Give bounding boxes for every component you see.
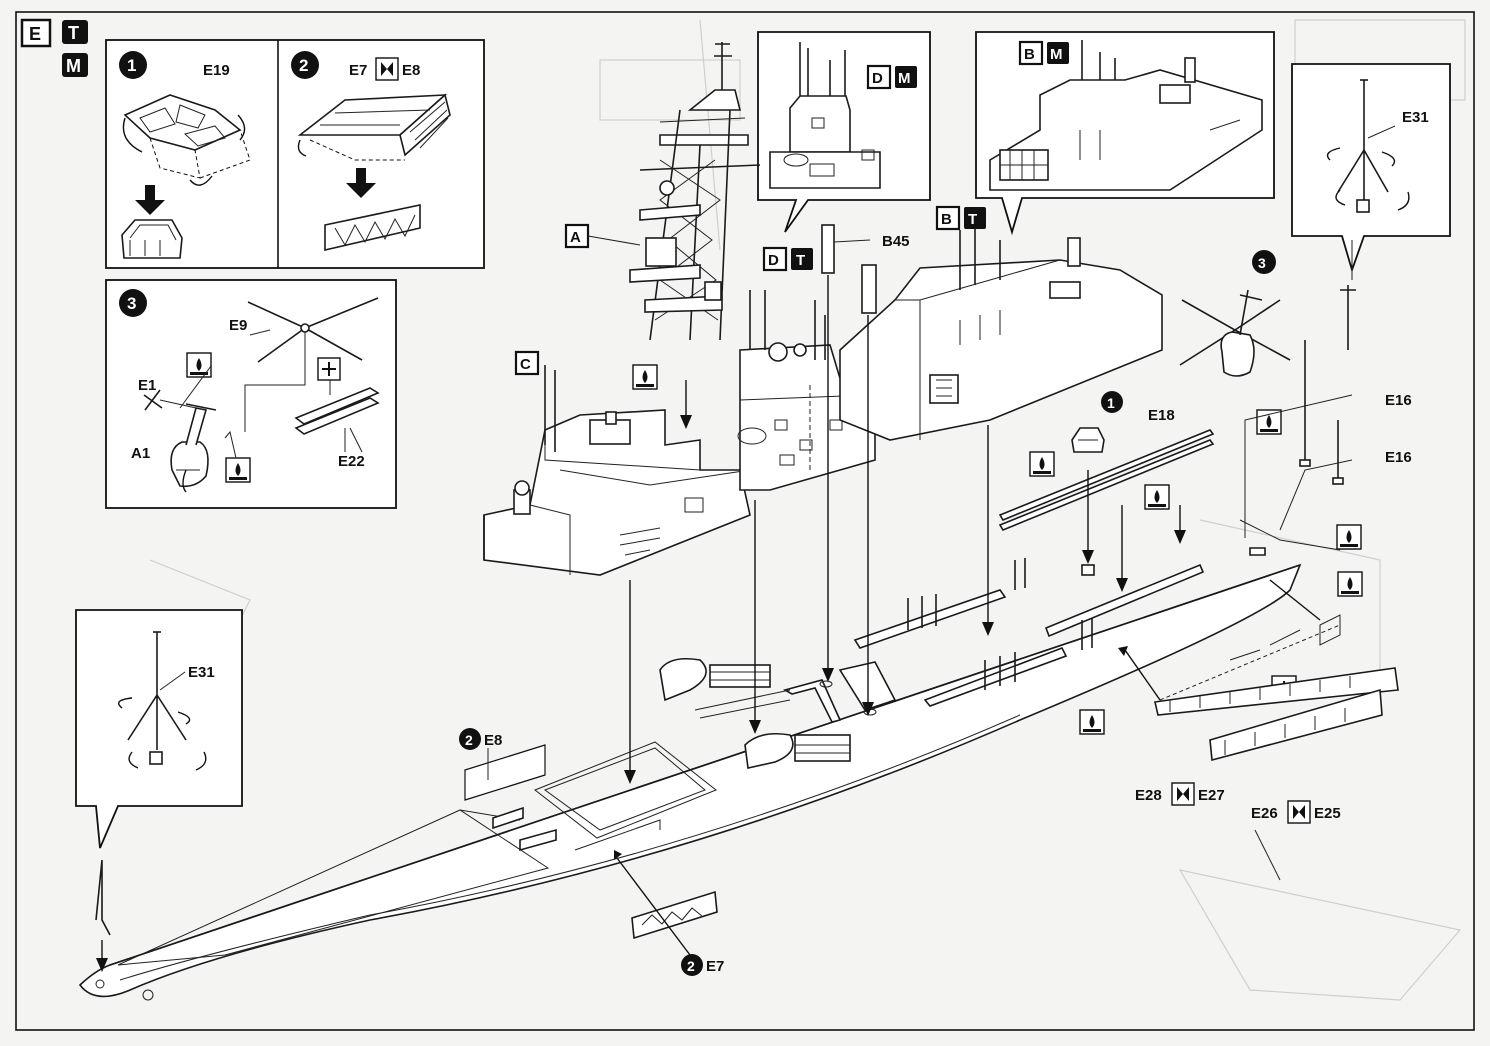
- step2-circle: [291, 51, 319, 79]
- step3-number: 3: [127, 294, 136, 313]
- label-bt-tag: B T: [935, 205, 986, 231]
- step1-number: 1: [127, 56, 136, 75]
- step3-circle: [119, 289, 147, 317]
- step2-part-e8: E8: [402, 62, 420, 79]
- step1-part-label: E19: [203, 62, 230, 79]
- dm-bridge-detail: [769, 42, 881, 189]
- e18-rails-part: [998, 429, 1215, 532]
- glue-icon-step3: [186, 352, 212, 378]
- bend-icon-e28: [1171, 782, 1195, 806]
- label-e25: E25: [1314, 805, 1341, 822]
- step3-part-e9: E9: [229, 317, 247, 334]
- label-bt-t: T: [968, 211, 977, 228]
- page-border: [15, 11, 1475, 1031]
- label-b45: B45: [882, 233, 910, 250]
- e9-rotor-part: [247, 297, 379, 363]
- section-badges: E T M: [20, 18, 88, 77]
- e7-e8-assembled-part: [324, 204, 421, 252]
- badge-m-box: [62, 53, 88, 77]
- e31-left-label: E31: [188, 664, 215, 681]
- e31-top-label: E31: [1402, 109, 1429, 126]
- label-e27: E27: [1198, 787, 1225, 804]
- step3-ref-number: 3: [1258, 255, 1266, 271]
- e7-ref-number: 2: [687, 958, 695, 974]
- bm-superstructure-detail: [989, 40, 1263, 191]
- glue-icon-step3b: [225, 457, 251, 483]
- step1-ref-part: 1: [1071, 391, 1123, 453]
- label-a: A: [570, 229, 581, 246]
- step1-circle: [119, 51, 147, 79]
- cement-icon-step3: [317, 357, 341, 381]
- steps-1-2-panel: 1 E19 2 E7 E8: [105, 39, 485, 269]
- forward-superstructure-part: [483, 365, 751, 576]
- bend-icon-e26: [1287, 800, 1311, 824]
- bridge-structure-part: [737, 290, 876, 491]
- label-dt-d: D: [768, 252, 779, 269]
- step2-number: 2: [299, 56, 308, 75]
- badge-m: M: [66, 56, 81, 76]
- dm-badge-m: M: [898, 70, 911, 87]
- dm-badge-d: D: [872, 70, 883, 87]
- assembly-arrows: [96, 240, 1353, 972]
- step3-part-a1: A1: [131, 445, 150, 462]
- e26-e25-railing-part: [1209, 688, 1383, 762]
- railing-strip-part: [1159, 614, 1341, 701]
- label-e18: E18: [1148, 407, 1175, 424]
- e19-assembled-part: [121, 219, 183, 259]
- label-c-tag: C: [514, 350, 540, 376]
- callout-bm-panel: B M: [975, 31, 1275, 236]
- e31-mast-part-top: [1326, 79, 1410, 213]
- e1-tail-rotor: [143, 389, 163, 411]
- helicopter-part: 3: [1179, 250, 1291, 377]
- step1-ref-number: 1: [1107, 395, 1115, 411]
- b45-mast-part: [821, 224, 877, 314]
- bm-badge-b: B: [1024, 46, 1035, 63]
- aft-superstructure-part: [839, 220, 1163, 441]
- label-a-tag: A: [564, 223, 641, 249]
- label-e16-upper: E16: [1385, 392, 1412, 409]
- step3-panel: 3 E9 E1 A1 E22: [105, 279, 397, 509]
- step3-part-e22: E22: [338, 453, 365, 470]
- step2-down-arrow: [346, 168, 376, 198]
- bm-badge-m: M: [1050, 46, 1063, 63]
- a1-helicopter-body: [170, 403, 217, 488]
- step3-part-e1: E1: [138, 377, 156, 394]
- deck-fittings: [492, 547, 1266, 852]
- e28-e27-railing-part: [1154, 667, 1399, 716]
- label-e28: E28: [1135, 787, 1162, 804]
- label-e8-ref: E8: [484, 732, 502, 749]
- label-c: C: [520, 356, 531, 373]
- e19-frame-part: [122, 94, 251, 186]
- e16-masts-part: [1299, 285, 1356, 485]
- callout-e31-left-panel: E31: [75, 609, 243, 849]
- label-e26: E26: [1251, 805, 1278, 822]
- lattice-mast-part: [629, 42, 761, 341]
- e31-mast-part-left: [118, 631, 207, 771]
- e7-e8-railing-part: [297, 93, 451, 161]
- badge-t-box: [62, 20, 88, 44]
- e8-ref-circle: [459, 728, 481, 750]
- badge-t: T: [68, 23, 79, 43]
- step2-part-e7: E7: [349, 62, 367, 79]
- e22-skids-part: [294, 387, 380, 435]
- label-dt-tag: D T: [762, 246, 813, 272]
- label-dt-t: T: [796, 252, 805, 269]
- step1-down-arrow: [135, 185, 165, 215]
- label-bt-b: B: [941, 211, 952, 228]
- badge-e: E: [29, 24, 41, 44]
- badge-e-box: [20, 18, 52, 48]
- e7-ref-circle: [681, 954, 703, 976]
- callout-e31-top-panel: E31: [1291, 63, 1451, 273]
- label-e16-lower: E16: [1385, 449, 1412, 466]
- e8-ref-number: 2: [465, 732, 473, 748]
- callout-dm-panel: D M: [757, 31, 931, 233]
- stern-mast-part: [95, 859, 111, 936]
- e7-ref-part: [631, 890, 718, 940]
- label-e7-ref: E7: [706, 958, 724, 975]
